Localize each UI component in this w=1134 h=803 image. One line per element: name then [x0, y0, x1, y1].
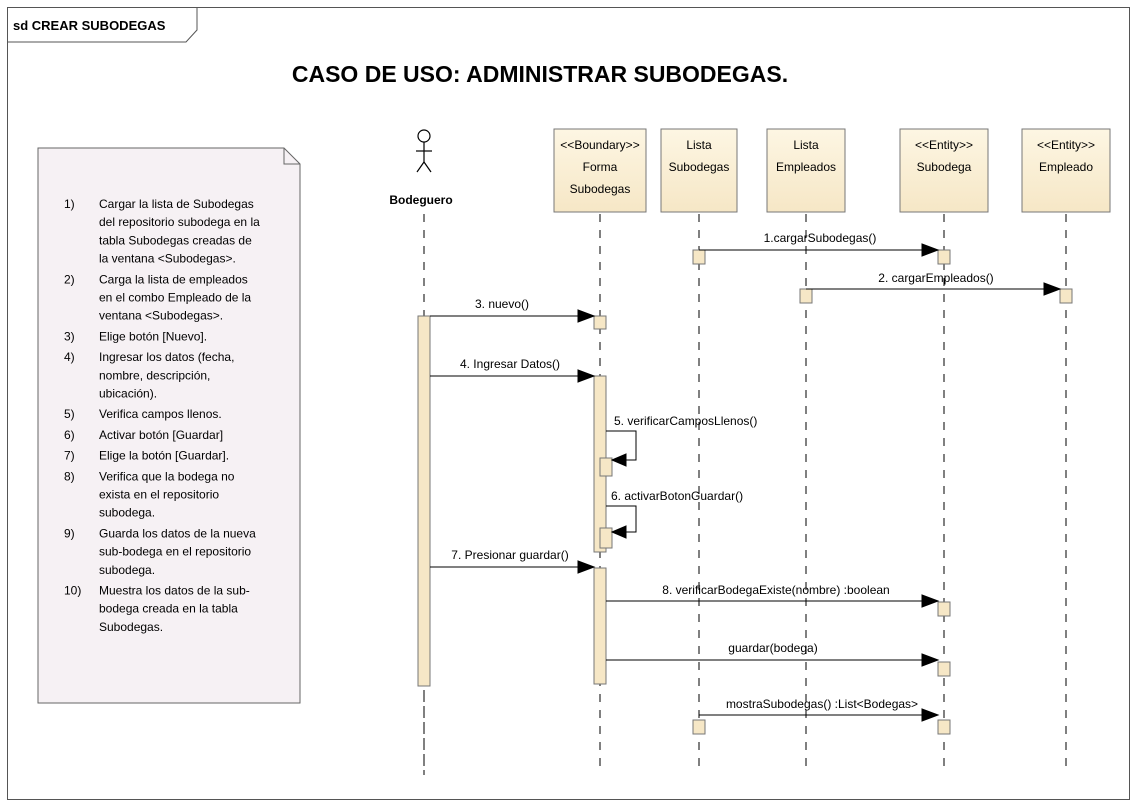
actor-leg-left-icon [416, 161, 425, 173]
lifeline-forma-name-line2: Subodegas [570, 182, 631, 196]
activation-listaemp-2 [799, 288, 813, 304]
activation-subodega-1 [937, 249, 951, 265]
note-step-number: 7) [64, 449, 75, 463]
note-step-number: 6) [64, 428, 75, 442]
note-step-number: 3) [64, 329, 75, 343]
note-step-number: 8) [64, 469, 75, 483]
note-step-line: tabla Subodegas creadas de [99, 233, 252, 247]
lifeline-empleado-box[interactable] [1021, 128, 1111, 213]
note-step-number: 10) [64, 584, 81, 598]
note-step-number: 5) [64, 407, 75, 421]
message-7-label: 7. Presionar guardar() [451, 548, 568, 562]
frame-label: sd CREAR SUBODEGAS [13, 18, 166, 33]
frame-border [7, 7, 1130, 800]
note-step-line: nombre, descripción, [99, 368, 210, 382]
activation-listasub-10 [692, 719, 706, 735]
activation-subodega-9 [937, 661, 951, 677]
note-step-line: exista en el repositorio [99, 488, 219, 502]
activation-forma-self1 [599, 457, 613, 477]
note-step-line: Elige la botón [Guardar]. [99, 449, 229, 463]
message-9-label: guardar(bodega) [728, 641, 817, 655]
frame-tab [7, 7, 198, 43]
message-4-label: 4. Ingresar Datos() [460, 357, 560, 371]
activation-forma-nuevo [593, 315, 607, 330]
activation-forma-guardar [593, 567, 607, 685]
note-step-line: ventana <Subodegas>. [99, 309, 223, 323]
note-step-line: Verifica campos llenos. [99, 407, 222, 421]
lifeline-listasub-box[interactable] [660, 128, 738, 213]
activation-listasub-1 [692, 249, 706, 265]
message-3-arrowhead [577, 309, 596, 323]
note-step-line: Carga la lista de empleados [99, 272, 248, 286]
activation-forma-self2 [599, 527, 613, 549]
lifeline-forma-name-line1: Forma [583, 160, 618, 174]
lifeline-listasub-name-line2: Subodegas [669, 160, 730, 174]
message-5-arrowhead [610, 453, 627, 467]
note-step-number: 4) [64, 350, 75, 364]
note-step-line: subodega. [99, 563, 155, 577]
note-step-line: Elige botón [Nuevo]. [99, 329, 207, 343]
note-step-line: Activar botón [Guardar] [99, 428, 223, 442]
message-9-arrowhead [921, 653, 940, 667]
note-step-line: Subodegas. [99, 620, 163, 634]
message-2-arrowhead [1043, 282, 1062, 296]
message-1-label: 1.cargarSubodegas() [764, 231, 877, 245]
note-step-line: Muestra los datos de la sub- [99, 584, 250, 598]
message-3-label: 3. nuevo() [475, 297, 529, 311]
message-10-arrowhead [921, 708, 940, 722]
note-step-number: 1) [64, 197, 75, 211]
activation-bodeguero [417, 315, 431, 687]
lifeline-forma-box[interactable] [553, 128, 647, 213]
lifeline-forma-stereotype: <<Boundary>> [560, 138, 639, 152]
lifeline-subodega-name: Subodega [917, 160, 972, 174]
note-step-number: 2) [64, 272, 75, 286]
lifeline-listaemp-name-line1: Lista [793, 138, 819, 152]
activation-empleado-2 [1059, 288, 1073, 304]
note-step-line: en el combo Empleado de la [99, 291, 251, 305]
message-8-label: 8. verificarBodegaExiste(nombre) :boolea… [662, 583, 889, 597]
note-step-line: bodega creada en la tabla [99, 602, 238, 616]
note-step-line: sub-bodega en el repositorio [99, 545, 251, 559]
note-step-line: la ventana <Subodegas>. [99, 252, 236, 266]
actor-bodeguero[interactable]: Bodeguero [389, 129, 453, 207]
note-fold [283, 148, 300, 165]
activation-subodega-8 [937, 601, 951, 617]
note-step-line: Cargar la lista de Subodegas [99, 197, 254, 211]
message-6-label: 6. activarBotonGuardar() [611, 489, 743, 503]
lifeline-empleado-stereotype: <<Entity>> [1037, 138, 1095, 152]
note-step-line: ubicación). [99, 387, 157, 401]
message-2-label: 2. cargarEmpleados() [878, 271, 993, 285]
lifeline-listasub-name-line1: Lista [686, 138, 712, 152]
message-8-arrowhead [921, 594, 940, 608]
activation-subodega-10 [937, 719, 951, 735]
actor-head-icon [417, 129, 431, 143]
message-1-arrowhead [921, 243, 940, 257]
message-10-label: mostraSubodegas() :List<Bodegas> [726, 697, 918, 711]
message-7-arrowhead [577, 560, 596, 574]
message-5-label: 5. verificarCamposLlenos() [614, 414, 757, 428]
lifeline-subodega-box[interactable] [899, 128, 989, 213]
note-step-line: Ingresar los datos (fecha, [99, 350, 234, 364]
diagram-title: CASO DE USO: ADMINISTRAR SUBODEGAS. [292, 61, 788, 87]
actor-leg-right-icon [423, 161, 432, 173]
note-step-number: 9) [64, 526, 75, 540]
note-step-line: Guarda los datos de la nueva [99, 526, 256, 540]
note-step-line: subodega. [99, 506, 155, 520]
lifeline-listaemp-name-line2: Empleados [776, 160, 836, 174]
note-step-line: Verifica que la bodega no [99, 469, 235, 483]
note-step-line: del repositorio subodega en la [99, 215, 260, 229]
lifeline-empleado-name: Empleado [1039, 160, 1093, 174]
lifeline-listaemp-box[interactable] [766, 128, 846, 213]
actor-name: Bodeguero [389, 193, 452, 207]
message-6-arrowhead [610, 525, 627, 539]
note-steps: 1) Cargar la lista de Subodegas del reposi… [64, 197, 260, 634]
message-4-arrowhead [577, 369, 596, 383]
lifeline-subodega-stereotype: <<Entity>> [915, 138, 973, 152]
note-box [37, 147, 301, 704]
